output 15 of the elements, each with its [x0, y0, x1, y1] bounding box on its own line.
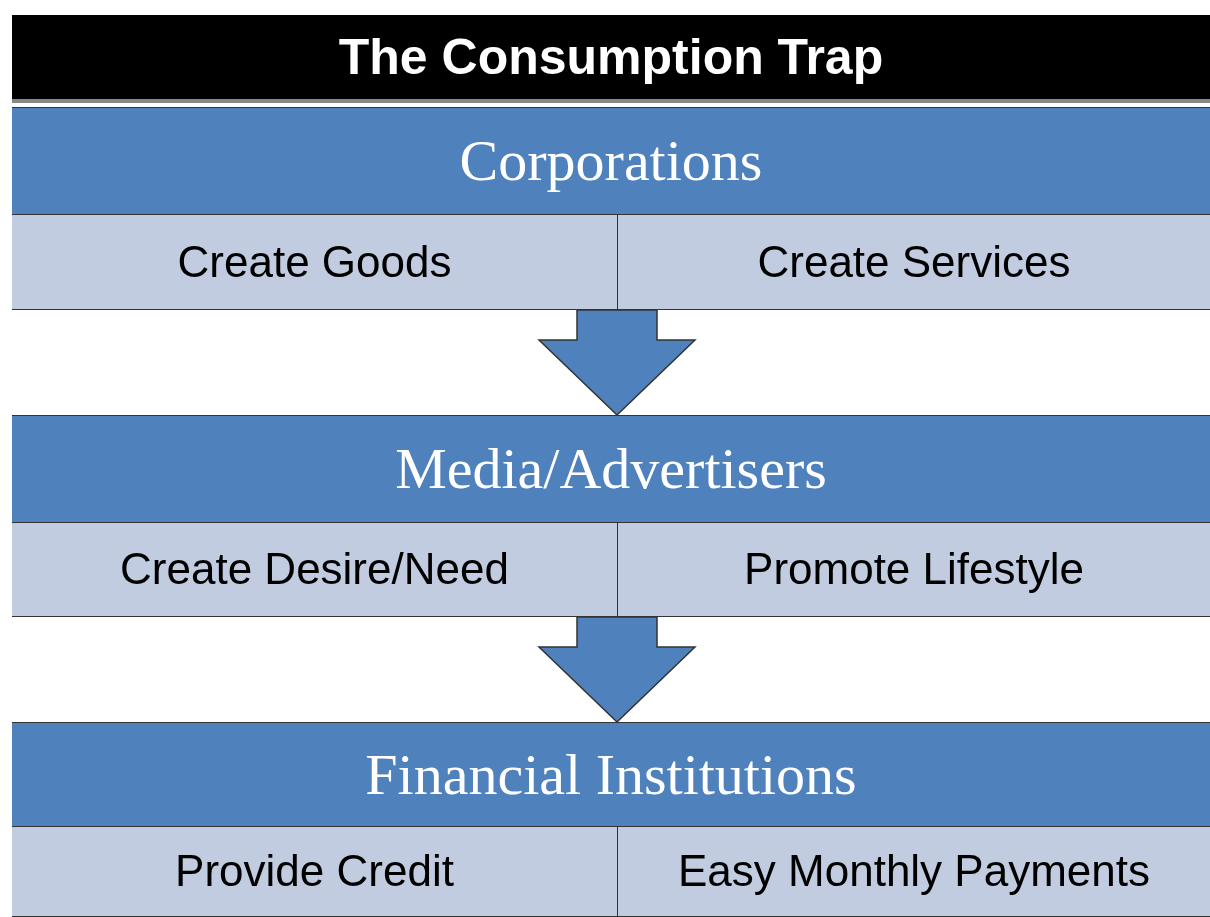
section-heading: Media/Advertisers: [394, 435, 828, 504]
block-arrow: [537, 309, 697, 417]
title-banner: The Consumption Trap: [12, 15, 1210, 103]
sub-box: Create Goods: [12, 213, 617, 309]
section-panel: [12, 107, 1210, 310]
sub-box: Create Services: [617, 213, 1210, 309]
section-heading: Corporations: [458, 127, 764, 196]
section-heading: Financial Institutions: [364, 740, 858, 809]
sub-box: Promote Lifestyle: [617, 521, 1210, 616]
sub-box: Create Desire/Need: [12, 521, 617, 616]
section-panel: [12, 415, 1210, 617]
sub-box: Easy Monthly Payments: [617, 825, 1210, 916]
section-panel: [12, 722, 1210, 917]
sub-box: Provide Credit: [12, 825, 617, 916]
block-arrow: [537, 616, 697, 724]
